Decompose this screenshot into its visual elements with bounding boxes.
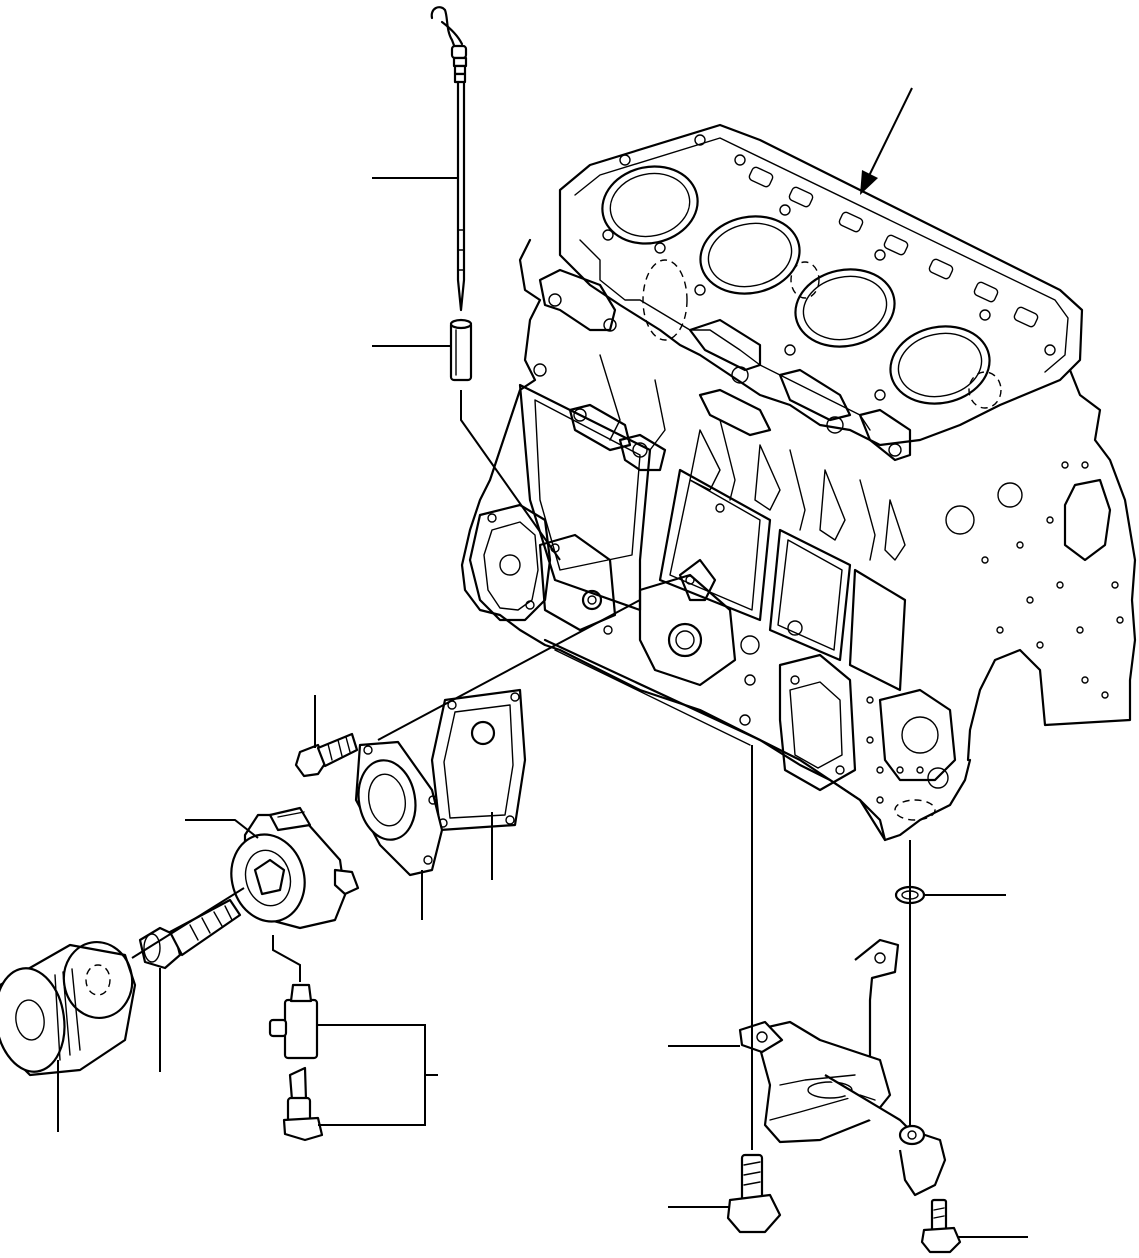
- dipstick-guide-tube: [449, 318, 473, 382]
- oil-filter-cartridge: [0, 941, 137, 1077]
- oil-cooler-gasket: [430, 688, 527, 832]
- tee-assembly-line: [272, 935, 301, 982]
- strainer-bolt-left: [726, 1153, 782, 1234]
- oil-strainer: [738, 938, 947, 1197]
- connector-stud: [138, 898, 242, 970]
- guide-tube-assembly-line: [460, 390, 561, 561]
- cylinder-block: [460, 87, 1137, 842]
- cover-assembly-line: [377, 599, 641, 741]
- strainer-bolt-right: [920, 1198, 962, 1254]
- oil-cooler: [230, 806, 360, 930]
- oil-cooler-bolt: [294, 732, 359, 778]
- oil-pressure-tee: [268, 983, 319, 1060]
- oil-pressure-switch: [282, 1066, 324, 1142]
- switch-group-bracket: [318, 1024, 438, 1126]
- oil-dipstick: [430, 6, 468, 312]
- filter-assembly-line: [131, 887, 245, 959]
- oil-cooler-cover: [354, 740, 444, 877]
- cooler-leader: [185, 819, 259, 839]
